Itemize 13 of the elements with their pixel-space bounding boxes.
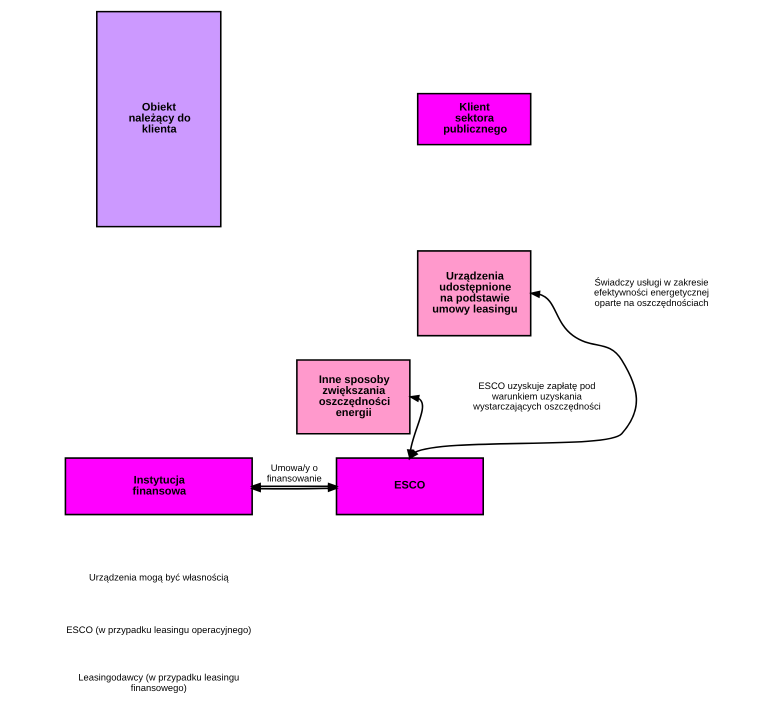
label: Urządzenia mogą być własnością: [88, 572, 228, 583]
node-box: Obiekt należący do klienta: [96, 10, 222, 228]
node-box: Instytucja finansowa: [64, 457, 252, 516]
node-box: ESCO: [335, 457, 484, 516]
label: ESCO (w przypadku leasingu operacyjnego): [66, 624, 251, 636]
label: Świadczy usługi w zakresie efektywności energetycznej oparte na oszczędnościach: [594, 276, 709, 308]
node-box: Inne sposoby zwiększania oszczędności energii: [296, 359, 410, 435]
node-box: Urządzenia udostępnione na podstawie umowy leasingu: [416, 250, 531, 336]
edge-label: Umowa/y o finansowanie: [266, 462, 322, 484]
node-box: Klient sektora publicznego: [416, 92, 531, 146]
label: ESCO uzyskuje zapłatę pod warunkiem uzyskania wystarczających oszczędności: [472, 380, 600, 412]
label: Leasingodawcy (w przypadku leasingu finansowego): [78, 672, 239, 693]
arrow: [249, 484, 338, 493]
